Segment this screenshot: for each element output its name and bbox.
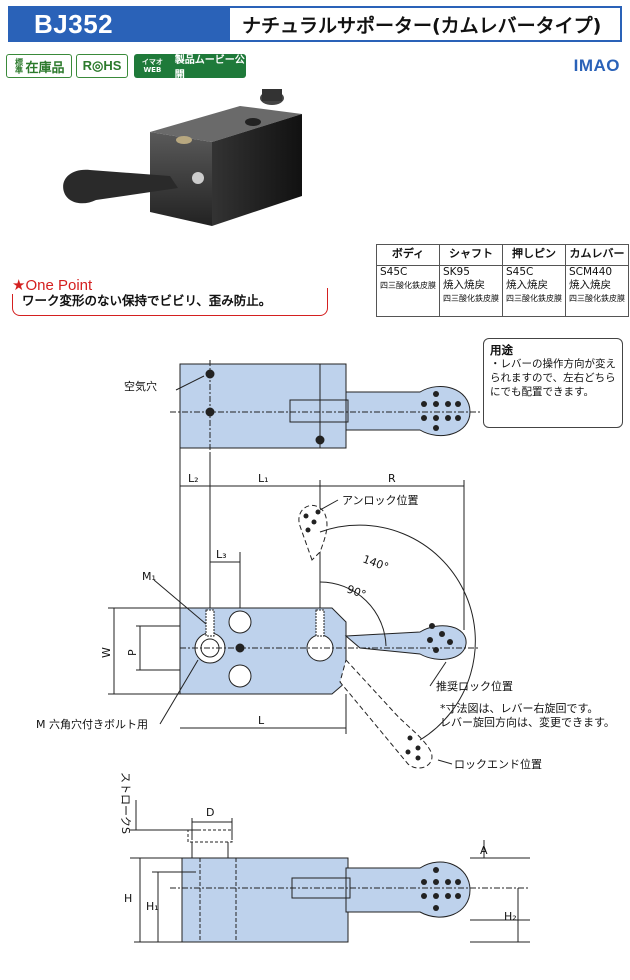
web-movie-badge[interactable]: イマオ WEB 製品ムービー公開 — [134, 54, 246, 81]
top-view — [170, 360, 480, 454]
body-treatment: 四三酸化鉄皮膜 — [380, 281, 436, 290]
lock-end-lever-ghost — [339, 658, 433, 769]
one-point-box: ★One Point ワーク変形のない保持でビビリ、歪み防止。 — [12, 276, 330, 316]
photo-body-side — [212, 114, 302, 226]
one-point-frame — [12, 288, 328, 316]
usage-text: ・レバーの操作方向が変えられますので、左右どちらにでも配置できます。 — [490, 358, 616, 398]
middle-shaft-slot — [315, 609, 325, 637]
angle-arc-90 — [319, 581, 387, 647]
usage-title: 用途 — [490, 343, 513, 357]
lever-heat: 焼入焼戻 — [569, 279, 611, 291]
shaft-heat: 焼入焼戻 — [443, 279, 485, 291]
top-view-right-block — [319, 363, 347, 449]
in-stock-label: 在庫品 — [25, 60, 65, 76]
shaft-treatment: 四三酸化鉄皮膜 — [443, 294, 499, 303]
label-P: P — [126, 649, 139, 656]
middle-hole-bottom — [228, 664, 252, 688]
side-view-stroke-ghost — [187, 829, 233, 843]
label-L: L — [258, 714, 265, 727]
pin-treatment: 四三酸化鉄皮膜 — [506, 294, 562, 303]
label-H1: H₁ — [146, 900, 159, 913]
shaft-material: SK95 — [443, 266, 470, 278]
label-air-hole: 空気穴 — [124, 379, 157, 393]
one-point-title: ★One Point — [12, 276, 97, 294]
top-view-body — [179, 363, 347, 449]
middle-hole-top — [228, 610, 252, 634]
label-W: W — [100, 647, 113, 658]
photo-pin — [176, 136, 192, 144]
top-view-shaft — [289, 399, 349, 423]
ghost-dots — [303, 509, 421, 761]
label-D: D — [206, 806, 214, 819]
pin-heat: 焼入焼戻 — [506, 279, 548, 291]
side-view-pin-top — [191, 839, 229, 859]
note-line-1: *寸法図は、レバー右旋回です。 — [440, 701, 598, 715]
pin-material: S45C — [506, 266, 534, 278]
label-L3: L₃ — [216, 548, 227, 561]
photo-bolt-body — [262, 89, 282, 101]
unlock-lever-ghost — [298, 505, 328, 561]
in-stock-badge: 標準 在庫品 — [6, 54, 72, 78]
top-hole-2 — [315, 435, 325, 445]
cell-cam-lever: SCM440 焼入焼戻 四三酸化鉄皮膜 — [565, 265, 629, 317]
product-title: ナチュラルサポーター(カムレバータイプ) — [242, 14, 602, 37]
photo-body-top — [150, 106, 302, 142]
web-label: イマオ WEB — [141, 58, 163, 74]
movie-label: 製品ムービー公開 — [174, 55, 245, 81]
material-table-header: ボディ シャフト 押しピン カムレバー — [376, 244, 629, 266]
usage-box: 用途 ・レバーの操作方向が変えられますので、左右どちらにでも配置できます。 — [483, 338, 623, 428]
label-stroke: ストロークS — [119, 772, 132, 834]
photo-lever — [63, 169, 178, 204]
label-angle-90: 90° — [345, 583, 368, 602]
brand-logo: IMAO — [573, 56, 620, 75]
col-cam-lever: カムレバー — [565, 244, 629, 266]
material-table-row: S45C 四三酸化鉄皮膜 SK95 焼入焼戻 四三酸化鉄皮膜 S45C 焼入焼戻… — [376, 265, 629, 317]
photo-body-front — [150, 132, 212, 226]
technical-drawing: 空気穴 L₂ L₁ R アンロック位置 140° 90° L₃ M₁ W P 推… — [36, 360, 615, 943]
label-recommended: 推奨ロック位置 — [436, 679, 513, 693]
product-photo — [63, 89, 302, 226]
label-A: A — [480, 844, 488, 857]
standard-label: 標準 — [14, 58, 24, 74]
top-view-lever — [345, 386, 471, 437]
cell-push-pin: S45C 焼入焼戻 四三酸化鉄皮膜 — [502, 265, 566, 317]
label-L2: L₂ — [188, 472, 199, 485]
label-angle-140: 140° — [361, 553, 390, 574]
one-point-text: ワーク変形のない保持でビビリ、歪み防止。 — [22, 293, 272, 308]
label-lock-end: ロックエンド位置 — [454, 757, 542, 771]
label-H2: H₂ — [504, 910, 517, 923]
label-unlock: アンロック位置 — [342, 493, 419, 507]
label-L1: L₁ — [258, 472, 269, 485]
body-material: S45C — [380, 266, 408, 278]
lever-treatment: 四三酸化鉄皮膜 — [569, 294, 625, 303]
side-view — [130, 800, 530, 943]
side-lever-dots — [421, 867, 461, 911]
col-body: ボディ — [376, 244, 440, 266]
cell-shaft: SK95 焼入焼戻 四三酸化鉄皮膜 — [439, 265, 503, 317]
lever-material: SCM440 — [569, 266, 613, 278]
photo-hole — [245, 118, 261, 126]
col-push-pin: 押しピン — [502, 244, 566, 266]
side-view-body — [181, 857, 349, 943]
rohs-badge: R◎HS — [76, 54, 128, 78]
top-lever-dots — [421, 391, 461, 431]
model-number: BJ352 — [10, 8, 230, 40]
middle-view — [179, 505, 480, 769]
col-shaft: シャフト — [439, 244, 503, 266]
label-H: H — [124, 892, 132, 905]
label-M-bolt: M 六角穴付きボルト用 — [36, 717, 148, 731]
cell-body: S45C 四三酸化鉄皮膜 — [376, 265, 440, 317]
note-line-2: レバー旋回方向は、変更できます。 — [440, 715, 615, 729]
title-bar: BJ352 ナチュラルサポーター(カムレバータイプ) — [8, 6, 622, 42]
side-view-lever — [345, 861, 471, 918]
photo-pivot — [192, 172, 204, 184]
material-table: ボディ シャフト 押しピン カムレバー S45C 四三酸化鉄皮膜 SK95 焼入… — [376, 244, 629, 317]
label-R: R — [388, 472, 396, 485]
middle-lever-dots — [427, 623, 453, 653]
label-M1: M₁ — [142, 570, 156, 583]
middle-m1-slot — [205, 609, 215, 637]
angle-arc-140 — [319, 524, 476, 741]
